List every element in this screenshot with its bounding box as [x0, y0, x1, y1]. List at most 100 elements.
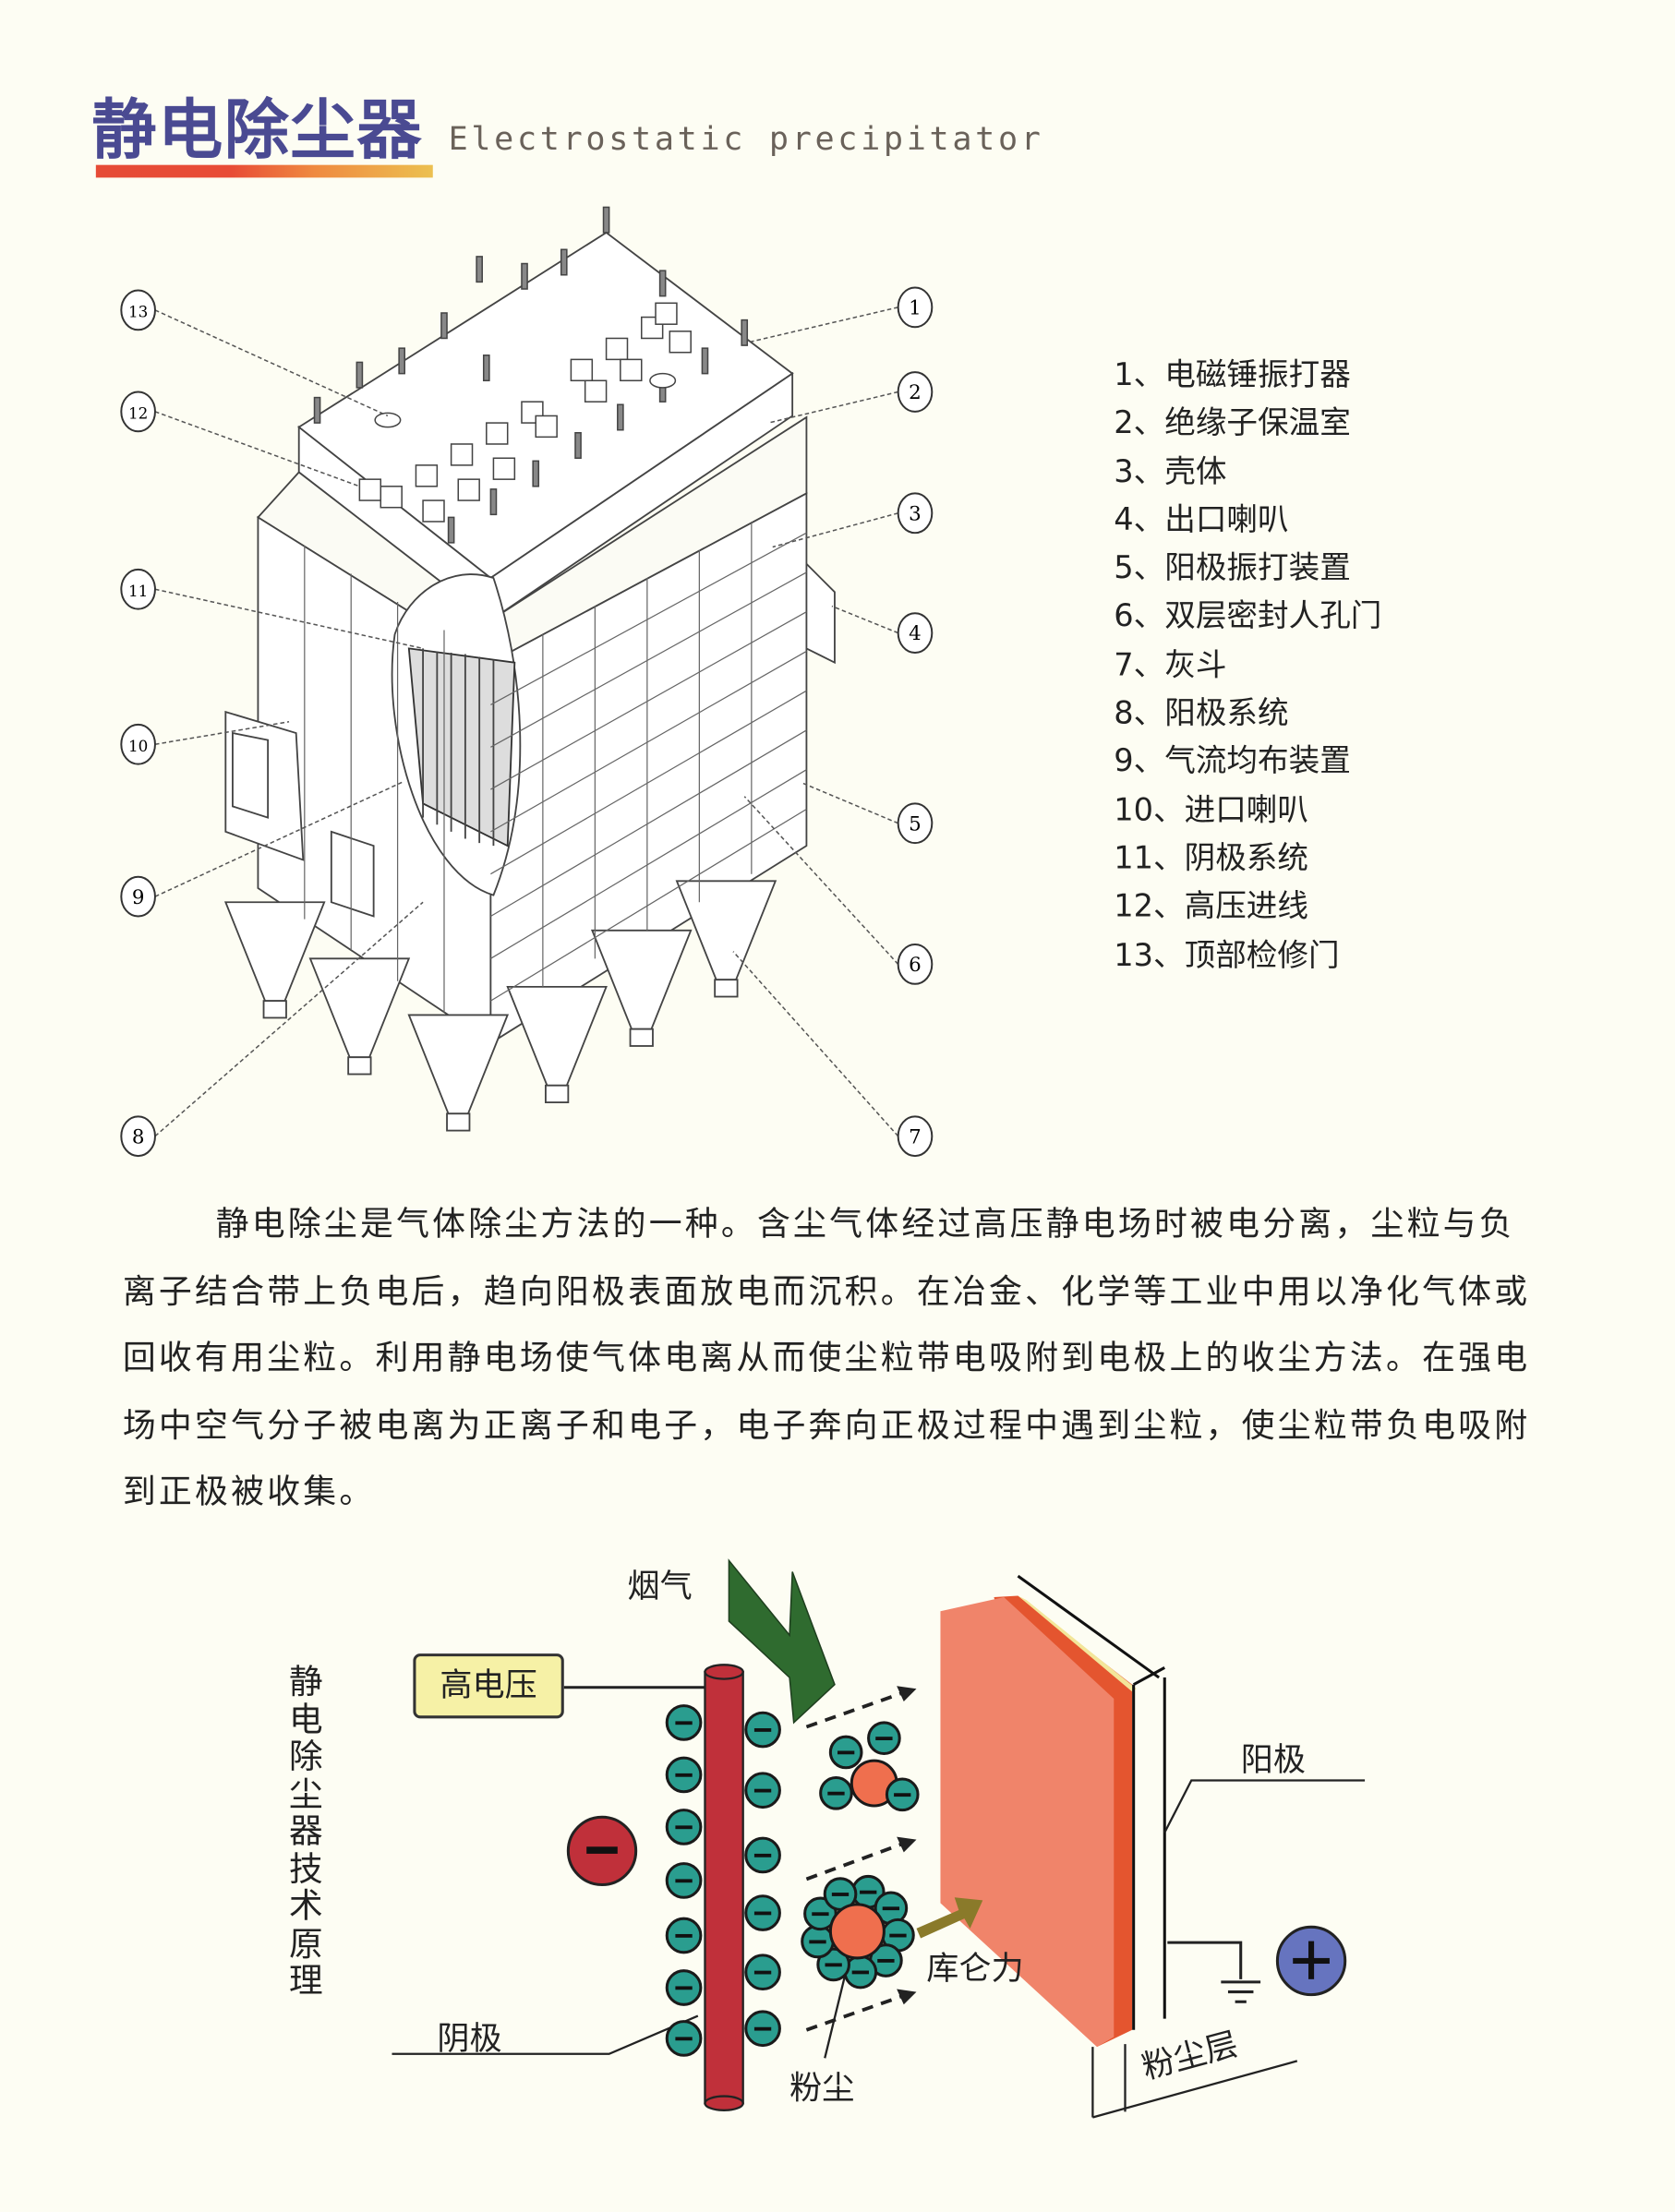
negative-ion	[744, 1836, 781, 1874]
insulator-box	[457, 478, 480, 501]
panel-line	[490, 611, 807, 790]
legend-item: 10、进口喇叭	[1114, 793, 1309, 829]
hopper-outlet	[714, 979, 739, 998]
legend-item: 12、高压进线	[1114, 889, 1309, 926]
legend-item: 6、双层密封人孔门	[1114, 599, 1382, 635]
negative-ion	[828, 1735, 863, 1770]
callout-circle	[120, 391, 156, 433]
callout-circle	[120, 1115, 156, 1158]
rapper-rod	[313, 396, 321, 424]
paragraph-line: 离子结合带上负电后，趋向阳极表面放电而沉积。在冶金、化学等工业中用以净化气体或	[122, 1270, 1531, 1311]
rapper-rod	[440, 312, 448, 340]
panel-line	[490, 650, 807, 833]
roof-equipment	[313, 206, 749, 544]
rapper-rod	[447, 516, 455, 544]
page-title: 静电除尘器	[91, 91, 424, 168]
callout-leader	[768, 391, 898, 424]
callout-circle	[897, 286, 934, 329]
callout-leader	[154, 411, 360, 487]
rapper-rod	[398, 347, 405, 375]
callout-leaders	[154, 307, 899, 1137]
legend-item: 8、阳极系统	[1114, 696, 1289, 732]
precipitator-body	[224, 231, 836, 1045]
legend-item: 2、绝缘子保温室	[1114, 406, 1351, 442]
rapper-rod	[476, 256, 483, 283]
callout-number: 2	[909, 381, 922, 404]
callout-number: 1	[909, 297, 922, 320]
rapper-rod	[489, 488, 498, 516]
callout-circle	[120, 723, 156, 765]
negative-ion	[744, 1711, 781, 1749]
callout-number: 3	[909, 502, 922, 525]
cathode-rod	[704, 1664, 744, 2111]
cathode-label: 阴极	[437, 2021, 502, 2059]
panel-line	[490, 808, 807, 1002]
negative-ion	[867, 1721, 901, 1756]
insulator-box	[535, 415, 558, 439]
rapper-rod	[741, 319, 749, 346]
callout-number: 13	[128, 303, 148, 321]
paragraph-line: 静电除尘是气体除尘方法的一种。含尘气体经过高压静电场时被电分离，尘粒与负	[215, 1204, 1515, 1244]
anode-edge-line	[1017, 1574, 1161, 1679]
insulator-box	[415, 464, 439, 487]
insulator-box	[655, 302, 678, 325]
hopper-group	[223, 880, 777, 1132]
insulator-box	[605, 337, 629, 361]
principle-vertical-title: 静电除尘器技术原理	[289, 1662, 323, 2001]
negative-ion	[744, 1894, 781, 1931]
legend-item: 4、出口喇叭	[1114, 502, 1289, 539]
insulator-box	[669, 331, 692, 354]
legend-item: 3、壳体	[1114, 454, 1227, 490]
callout-number: 12	[128, 404, 148, 423]
panel-lines	[304, 521, 807, 1013]
callout-circle	[897, 492, 934, 535]
rapper-rod	[482, 355, 490, 382]
negative-ion	[665, 2020, 703, 2057]
hopper-outlet	[446, 1112, 471, 1132]
callout-leader	[831, 605, 898, 634]
rapper-rod	[560, 248, 568, 276]
callout-number: 6	[909, 954, 922, 977]
callout-leader	[747, 307, 898, 343]
negative-ion	[665, 1809, 703, 1845]
ground-icon	[1167, 1941, 1261, 2003]
paragraph-line: 场中空气分子被电离为正离子和电子，电子奔向正极过程中遇到尘粒，使尘粒带负电吸附	[122, 1404, 1531, 1445]
negative-ion	[819, 1775, 853, 1810]
callout-leader	[743, 796, 899, 965]
callout-circle	[120, 568, 156, 610]
callout-leader	[154, 309, 389, 417]
hopper-outlet	[347, 1056, 372, 1076]
flue-gas-label: 烟气	[627, 1569, 693, 1606]
callout-number: 9	[132, 886, 145, 909]
description-paragraph: 静电除尘是气体除尘方法的一种。含尘气体经过高压静电场时被电分离，尘粒与负离子结合…	[123, 1198, 1531, 1533]
negative-ion	[744, 1954, 781, 1991]
legend-item: 11、阴极系统	[1114, 841, 1309, 877]
label-lines	[392, 1779, 1366, 2119]
callout-leader	[772, 512, 898, 548]
callout-number: 11	[128, 582, 148, 600]
insulator-box	[620, 358, 643, 382]
dust-layer-edge	[1018, 1595, 1137, 1692]
callout-circle	[897, 371, 934, 413]
panel-line	[490, 571, 807, 748]
rapper-rod	[602, 206, 610, 234]
callout-circle	[897, 944, 934, 985]
insulator-box	[492, 457, 516, 480]
insulator-box	[422, 499, 445, 523]
rapper-rod	[658, 270, 667, 297]
insulator-box	[450, 443, 474, 466]
negative-ion	[665, 1704, 703, 1741]
insulator-box	[584, 379, 608, 403]
dust-particle	[828, 1903, 886, 1960]
page-subtitle: Electrostatic precipitator	[448, 121, 1044, 159]
hopper-outlet	[545, 1084, 570, 1103]
negative-sign	[566, 1815, 638, 1887]
top-inspection-door	[649, 372, 677, 389]
callout-number: 5	[909, 812, 922, 836]
callout-number: 8	[132, 1125, 145, 1148]
callout-circle	[120, 875, 156, 918]
